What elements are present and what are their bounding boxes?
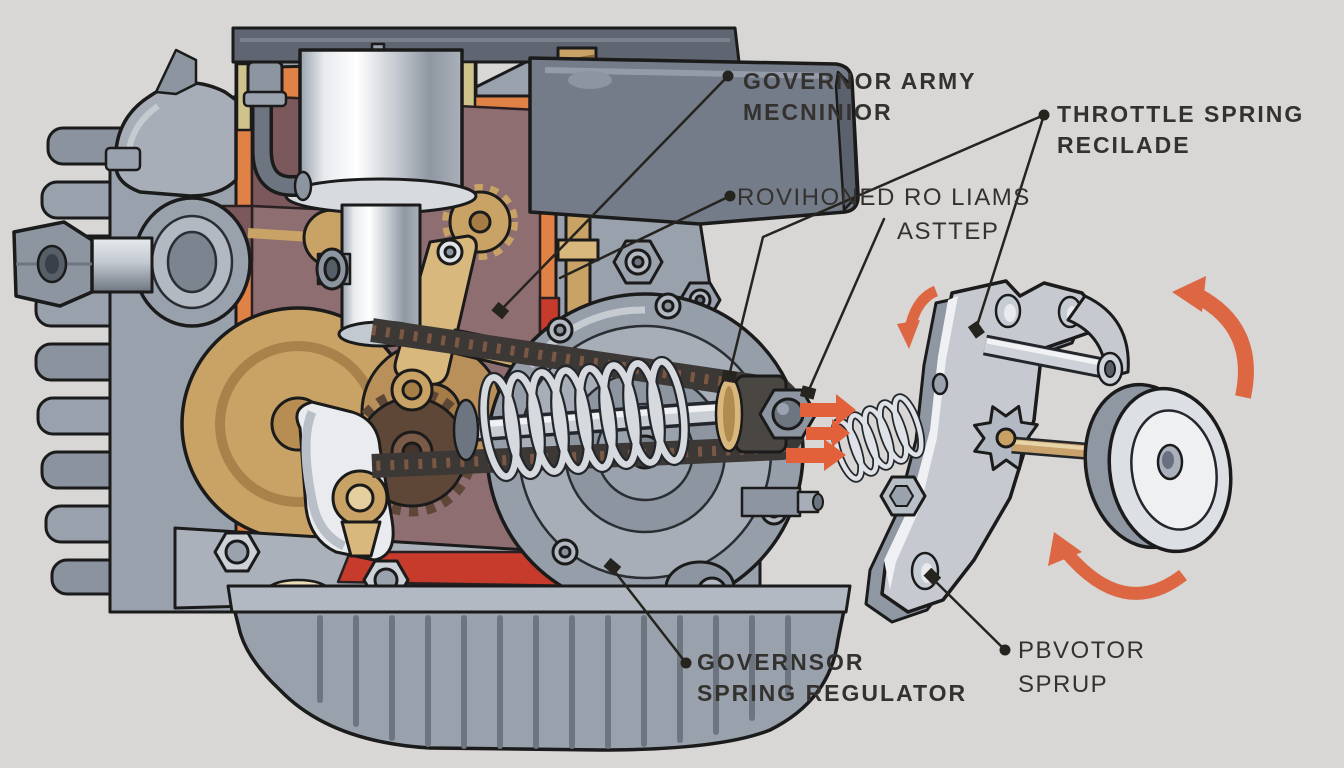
engine-cutaway xyxy=(12,26,860,752)
curved-arrow-head xyxy=(897,320,920,349)
label-text: GOVERNOR ARMY xyxy=(743,68,977,94)
leader-dot xyxy=(722,70,734,82)
leader-square xyxy=(799,385,817,400)
curved-arrow-ccw-icon xyxy=(1192,287,1254,399)
curved-arrow-up-icon xyxy=(1061,547,1187,600)
label-text: SPRING REGULATOR xyxy=(697,680,968,706)
shaft-nut xyxy=(758,388,818,440)
leader-throttle-1 xyxy=(974,113,1046,331)
leader-spring-end xyxy=(806,217,886,394)
breather-tube xyxy=(242,60,313,202)
arrow-right-icon xyxy=(786,439,846,471)
label-text: PBVOTOR xyxy=(1018,637,1146,664)
control-rod xyxy=(982,334,1124,387)
arrow-right-icon xyxy=(806,419,850,447)
leader-square xyxy=(967,320,985,339)
oil-pan xyxy=(226,584,852,752)
label-pivot-spring: PBVOTOR SPRUP xyxy=(1018,634,1145,702)
label-text: THROTTLE SPRING xyxy=(1057,101,1305,127)
motion-arrows xyxy=(786,276,1254,600)
label-text: ROVIHONED RO LIAMS xyxy=(737,184,1031,211)
curved-arrow-head xyxy=(1048,532,1082,566)
air-box xyxy=(528,56,860,226)
governor-shaft-stub xyxy=(740,486,824,518)
cylinder-sleeve xyxy=(340,203,422,335)
curved-arrow-down-icon xyxy=(905,285,939,326)
leader-dot xyxy=(999,644,1011,656)
leader-square xyxy=(603,557,622,576)
leader-governor-arm xyxy=(498,74,730,313)
label-throttle-spring: THROTTLE SPRING RECILADE xyxy=(1057,99,1304,161)
cylinder xyxy=(298,48,464,194)
label-governor-arm: GOVERNOR ARMY MECNINIOR xyxy=(743,66,976,128)
leader-rod-assembly xyxy=(558,194,732,280)
leader-dot xyxy=(724,190,736,202)
label-text: MECNINIOR xyxy=(743,99,893,125)
label-rod-assembly: ROVIHONED RO LIAMS ASTTEP xyxy=(737,181,1031,249)
return-spring xyxy=(830,393,926,483)
throttle-disc xyxy=(1083,382,1233,554)
throttle-bracket-assembly xyxy=(830,279,1233,624)
leader-throttle-2 xyxy=(727,113,1046,378)
leader-governor-spring xyxy=(610,566,688,665)
label-text: ASTTEP xyxy=(897,218,1000,245)
bracket-hex-boss xyxy=(879,475,927,517)
leader-square xyxy=(923,567,942,586)
leader-square xyxy=(721,369,737,384)
leader-square xyxy=(491,301,510,320)
label-governor-spring: GOVERNSOR SPRING REGULATOR xyxy=(697,647,967,709)
crankshaft-stub xyxy=(12,196,252,328)
governor-spring xyxy=(478,355,690,483)
leader-markers xyxy=(491,70,1050,669)
leader-dot xyxy=(1038,109,1050,121)
leader-dot xyxy=(680,657,692,669)
label-text: RECILADE xyxy=(1057,132,1191,158)
label-text: SPRUP xyxy=(1018,671,1109,698)
idler-gear-teeth xyxy=(442,184,518,260)
oil-pan-flange xyxy=(226,584,852,614)
label-text: GOVERNSOR xyxy=(697,649,865,675)
leader-lines xyxy=(498,74,1046,665)
curved-arrow-head xyxy=(1172,276,1206,312)
leader-pivot-spring xyxy=(930,576,1007,652)
valve-cover xyxy=(104,48,238,198)
arrow-right-icon xyxy=(800,394,856,426)
